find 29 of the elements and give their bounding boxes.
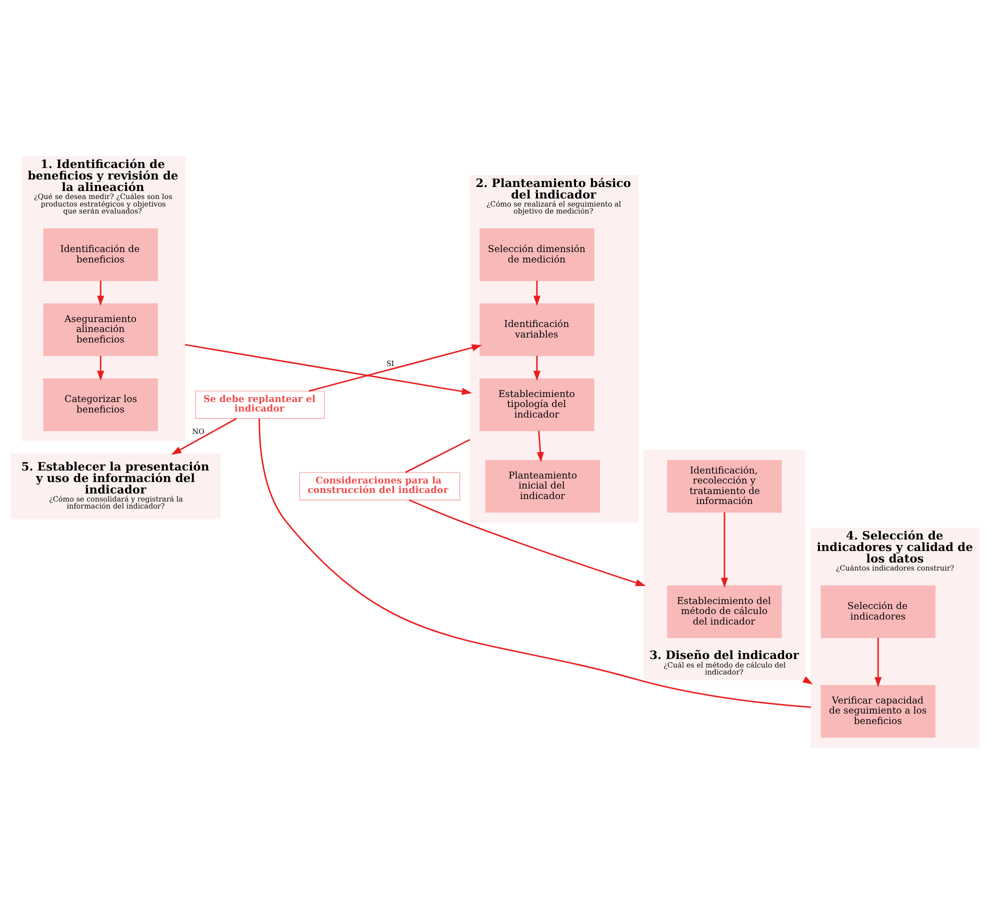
arrow bbox=[408, 498, 646, 586]
node-box: Se debe replantear el indicador bbox=[195, 390, 325, 418]
node-box: Consideraciones para la construcción del indicador bbox=[299, 472, 460, 500]
arrow bbox=[97, 280, 104, 306]
arrow bbox=[533, 355, 540, 380]
arrow bbox=[97, 355, 104, 380]
connector bbox=[405, 438, 470, 473]
edge-label: SI bbox=[386, 358, 394, 368]
node-box: Selección dimensión de medición bbox=[480, 228, 594, 281]
node-box: Categorizar los beneficios bbox=[43, 378, 158, 431]
node-box: Verificar capacidad de seguimiento a los beneficios bbox=[820, 684, 936, 738]
arrow bbox=[533, 280, 540, 306]
arrow bbox=[720, 512, 728, 588]
connector bbox=[258, 418, 812, 708]
node-box: Establecimiento tipología del indicador bbox=[480, 378, 594, 431]
node-box: 5. Establecer la presentación y uso de información del indicador ¿Cómo se consolidará y registrará la información del indicador? bbox=[10, 452, 221, 519]
arrow bbox=[171, 417, 237, 454]
arrow bbox=[308, 344, 482, 392]
node-box: Identificación variables bbox=[480, 302, 594, 356]
node-box: Planteamiento inicial del indicador bbox=[485, 459, 600, 512]
node-box: Identificación, recolección y tratamiento de información bbox=[667, 459, 782, 512]
node-box: Selección de indicadores bbox=[820, 584, 936, 638]
edge-label: NO bbox=[192, 426, 204, 436]
arrow bbox=[536, 430, 544, 462]
node-box: Aseguramiento alineación beneficios bbox=[43, 302, 158, 356]
arrow bbox=[184, 344, 472, 394]
node-box: Identificación de beneficios bbox=[43, 228, 158, 281]
arrow bbox=[874, 637, 882, 687]
node-box: Establecimiento del método de cálculo del indicador bbox=[667, 584, 782, 638]
